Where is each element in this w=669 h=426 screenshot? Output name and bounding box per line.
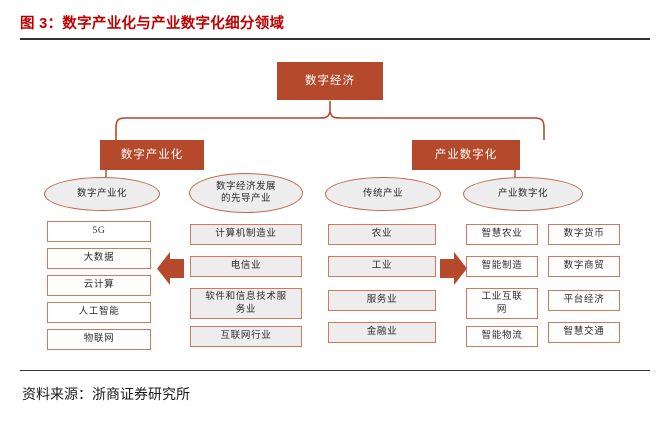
list-item[interactable]: 服务业 bbox=[328, 290, 436, 311]
node-ellipse-digital-industrialization[interactable]: 数字产业化 bbox=[44, 177, 160, 211]
list-item[interactable]: 人工智能 bbox=[47, 302, 151, 323]
list-item[interactable]: 大数据 bbox=[47, 248, 151, 269]
list-item-line-2: 务业 bbox=[235, 304, 257, 315]
title-divider bbox=[20, 38, 650, 40]
list-item[interactable]: 工业 bbox=[328, 256, 436, 277]
list-item-line-1: 工业互联 bbox=[481, 292, 523, 303]
list-item-line-2: 网 bbox=[496, 304, 508, 315]
node-ellipse-industry-digitalization[interactable]: 产业数字化 bbox=[463, 177, 583, 211]
node-ellipse-traditional-industry[interactable]: 传统产业 bbox=[325, 177, 441, 211]
ellipse-line-1: 数字经济发展 bbox=[215, 181, 276, 192]
list-item[interactable]: 电信业 bbox=[190, 256, 302, 277]
node-root-digital-economy[interactable]: 数字经济 bbox=[277, 62, 383, 100]
list-item[interactable]: 计算机制造业 bbox=[190, 224, 302, 245]
list-item[interactable]: 智慧农业 bbox=[466, 224, 538, 245]
ellipse-line-2: 的先导产业 bbox=[220, 194, 271, 204]
list-item[interactable]: 互联网行业 bbox=[190, 326, 302, 347]
list-item[interactable]: 数字商贸 bbox=[548, 256, 620, 277]
list-item[interactable]: 智能物流 bbox=[466, 326, 538, 347]
node-branch-digital-industrialization[interactable]: 数字产业化 bbox=[100, 140, 204, 170]
list-item[interactable]: 云计算 bbox=[47, 275, 151, 296]
source-note: 资料来源：浙商证券研究所 bbox=[22, 388, 190, 403]
list-item[interactable]: 物联网 bbox=[47, 329, 151, 350]
list-item[interactable]: 金融业 bbox=[328, 322, 436, 343]
list-item[interactable]: 软件和信息技术服 务业 bbox=[190, 288, 302, 319]
list-item-line-1: 软件和信息技术服 bbox=[205, 292, 287, 303]
list-item[interactable]: 智慧交通 bbox=[548, 322, 620, 343]
list-item[interactable]: 农业 bbox=[328, 224, 436, 245]
node-ellipse-leading-industry[interactable]: 数字经济发展 的先导产业 bbox=[189, 173, 303, 213]
list-item[interactable]: 数字货币 bbox=[548, 224, 620, 245]
list-item[interactable]: 智能制造 bbox=[466, 256, 538, 277]
list-item[interactable]: 5G bbox=[47, 221, 151, 242]
node-branch-industry-digitalization[interactable]: 产业数字化 bbox=[412, 140, 520, 170]
list-item[interactable]: 平台经济 bbox=[548, 290, 620, 311]
list-item[interactable]: 工业互联 网 bbox=[466, 288, 538, 319]
footer-divider bbox=[20, 370, 650, 371]
page-title: 图 3：数字产业化与产业数字化细分领域 bbox=[20, 16, 285, 32]
